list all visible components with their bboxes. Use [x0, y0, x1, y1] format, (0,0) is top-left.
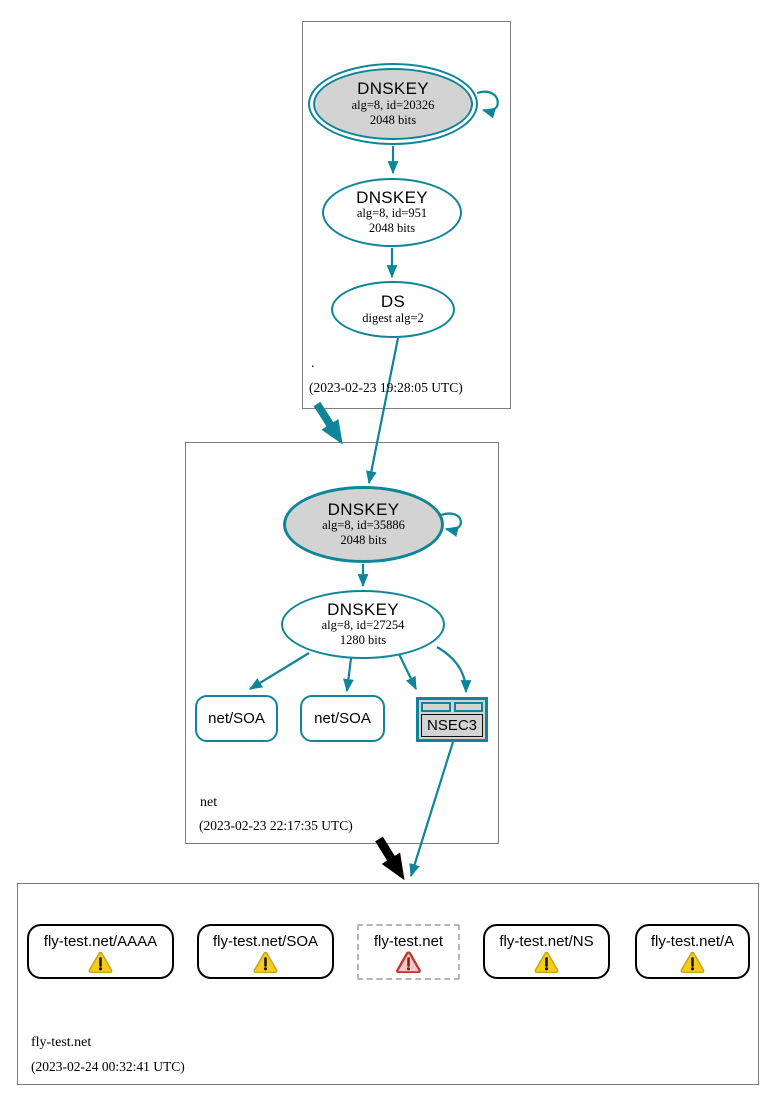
- warning-triangle-icon: [534, 951, 559, 973]
- fly-test-net-soa-node[interactable]: fly-test.net/SOA: [197, 924, 334, 979]
- nsec3-cell: [421, 702, 451, 712]
- node-label: net/SOA: [208, 710, 265, 727]
- root-ksk-dnskey-inner: DNSKEY alg=8, id=20326 2048 bits: [313, 68, 473, 140]
- root-ksk-dnskey-node[interactable]: DNSKEY alg=8, id=20326 2048 bits: [308, 63, 478, 145]
- warning-triangle-icon: [88, 951, 113, 973]
- node-label: fly-test.net/AAAA: [43, 932, 158, 950]
- warning-triangle-icon: [680, 951, 705, 973]
- nsec3-cells: [421, 702, 483, 712]
- nsec3-cell: [453, 702, 483, 712]
- node-detail: alg=8, id=27254: [321, 618, 405, 633]
- error-triangle-icon: [396, 951, 421, 973]
- node-label: fly-test.net/A: [650, 932, 735, 950]
- node-label: fly-test.net/NS: [499, 932, 594, 950]
- node-label: net/SOA: [314, 710, 371, 727]
- node-detail: 2048 bits: [368, 221, 416, 236]
- fly-test-net-a-node[interactable]: fly-test.net/A: [635, 924, 750, 979]
- net-zone-label: net: [200, 795, 218, 810]
- fly-test-net-ns-node[interactable]: fly-test.net/NS: [483, 924, 610, 979]
- node-detail: 2048 bits: [369, 112, 417, 127]
- net-zsk-dnskey-node[interactable]: DNSKEY alg=8, id=27254 1280 bits: [281, 590, 445, 659]
- node-detail: 1280 bits: [339, 633, 387, 648]
- root-zone-timestamp: (2023-02-23 19:28:05 UTC): [309, 380, 463, 395]
- node-detail: digest alg=2: [362, 310, 424, 325]
- node-title: DNSKEY: [356, 187, 428, 207]
- node-detail: alg=8, id=951: [356, 206, 428, 221]
- node-detail: alg=8, id=35886: [322, 518, 405, 533]
- fly-test-net-zone-timestamp: (2023-02-24 00:32:41 UTC): [31, 1059, 185, 1074]
- node-detail: 2048 bits: [340, 533, 387, 548]
- root-zsk-dnskey-node[interactable]: DNSKEY alg=8, id=951 2048 bits: [322, 178, 462, 247]
- net-soa-node-1[interactable]: net/SOA: [195, 695, 278, 742]
- net-soa-node-2[interactable]: net/SOA: [300, 695, 385, 742]
- fly-test-net-apex-node[interactable]: fly-test.net: [357, 924, 460, 980]
- zone-box-fly-test-net: [17, 883, 759, 1085]
- node-title: DNSKEY: [327, 599, 399, 619]
- node-title: DNSKEY: [357, 79, 429, 99]
- node-title: DNSKEY: [327, 499, 400, 519]
- root-ds-node[interactable]: DS digest alg=2: [331, 281, 455, 338]
- node-label: fly-test.net/SOA: [212, 932, 319, 950]
- node-title: DS: [380, 292, 406, 312]
- net-ksk-dnskey-node[interactable]: DNSKEY alg=8, id=35886 2048 bits: [283, 486, 444, 563]
- root-zone-label: .: [311, 356, 315, 371]
- nsec3-node[interactable]: NSEC3: [416, 697, 488, 742]
- node-label: fly-test.net: [373, 933, 444, 950]
- fly-test-net-aaaa-node[interactable]: fly-test.net/AAAA: [27, 924, 174, 979]
- warning-triangle-icon: [253, 951, 278, 973]
- node-label: NSEC3: [421, 714, 483, 737]
- node-detail: alg=8, id=20326: [351, 97, 435, 112]
- net-zone-timestamp: (2023-02-23 22:17:35 UTC): [199, 818, 353, 833]
- fly-test-net-zone-label: fly-test.net: [31, 1035, 92, 1050]
